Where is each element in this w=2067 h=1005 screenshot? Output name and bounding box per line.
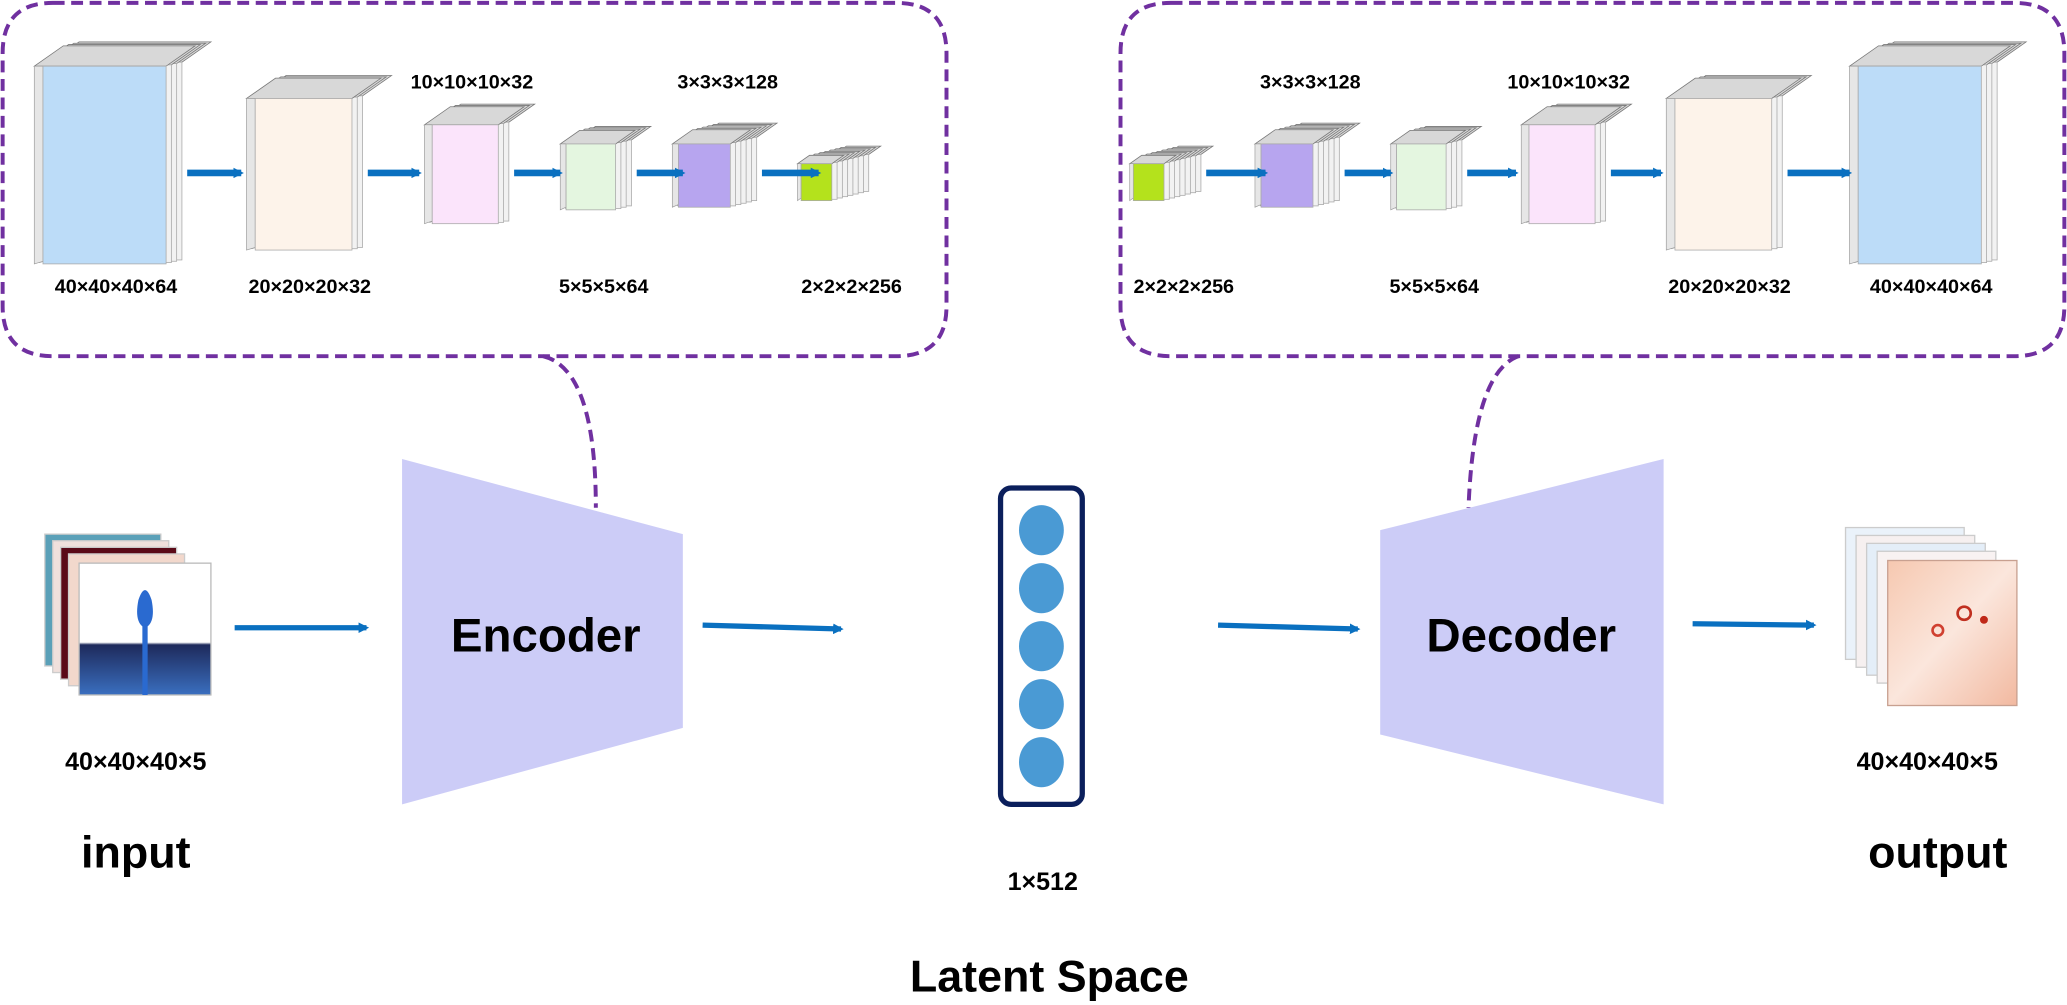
feature-map-label: 40×40×40×64 <box>55 276 178 298</box>
latent-node <box>1018 563 1064 614</box>
feature-map-2 <box>1253 122 1361 208</box>
encoder-detail-connector <box>542 354 598 508</box>
feature-map-1 <box>1128 145 1215 202</box>
feature-map-4 <box>1519 103 1633 225</box>
latent-to-decoder-arrow <box>1217 622 1361 635</box>
feature-map-label: 2×2×2×256 <box>1133 276 1234 298</box>
latent-vector <box>997 485 1085 808</box>
feature-map-4 <box>558 126 653 211</box>
feature-map-label: 10×10×10×32 <box>1507 72 1630 94</box>
feature-map-5 <box>1665 75 1813 251</box>
decoder-detail-connector <box>1466 354 1520 508</box>
encoder-title: Encoder <box>451 609 641 662</box>
latent-node <box>1018 505 1064 556</box>
feature-map-6 <box>1848 41 2028 265</box>
encoder-to-latent-arrow <box>702 622 844 635</box>
encoder-detail-border <box>0 0 949 359</box>
feature-map-label: 5×5×5×64 <box>1389 276 1479 298</box>
feature-map-3 <box>1389 126 1483 211</box>
feature-map-1 <box>33 41 213 265</box>
input-volume-stack <box>44 533 212 696</box>
output-volume-stack <box>1844 526 2018 707</box>
input-dims-label: 40×40×40×5 <box>65 748 206 776</box>
decoder-detail-border <box>1118 0 2067 359</box>
latent-node <box>1018 737 1064 788</box>
input-title: input <box>81 828 191 878</box>
latent-space-title: Latent Space <box>910 952 1189 1002</box>
decoder-detail-panel: 2×2×2×256 3×3×3×128 5×5×5×64 10×10×10×32 20×… <box>1118 0 2067 508</box>
feature-map-5 <box>671 122 779 208</box>
decoder-block <box>1380 458 1664 805</box>
decoder-title: Decoder <box>1426 609 1616 662</box>
output-dims-label: 40×40×40×5 <box>1857 748 1998 776</box>
feature-map-label: 2×2×2×256 <box>801 276 902 298</box>
feature-map-3 <box>423 103 536 225</box>
encoder-block <box>402 458 683 805</box>
feature-map-label: 40×40×40×64 <box>1870 276 1993 298</box>
latent-dims-label: 1×512 <box>1008 868 1078 896</box>
feature-map-label: 5×5×5×64 <box>559 276 649 298</box>
feature-map-label: 3×3×3×128 <box>677 72 778 94</box>
feature-map-label: 3×3×3×128 <box>1260 72 1361 94</box>
output-title: output <box>1868 828 2007 878</box>
feature-map-label: 20×20×20×32 <box>248 276 371 298</box>
feature-map-label: 20×20×20×32 <box>1668 276 1791 298</box>
feature-map-label: 10×10×10×32 <box>411 72 534 94</box>
decoder-to-output-arrow <box>1692 619 1817 631</box>
latent-node <box>1018 679 1064 730</box>
encoder-detail-panel: 40×40×40×64 20×20×20×32 10×10×10×32 5×5×5×6… <box>0 0 949 508</box>
latent-node <box>1018 621 1064 672</box>
feature-map-2 <box>245 75 393 251</box>
